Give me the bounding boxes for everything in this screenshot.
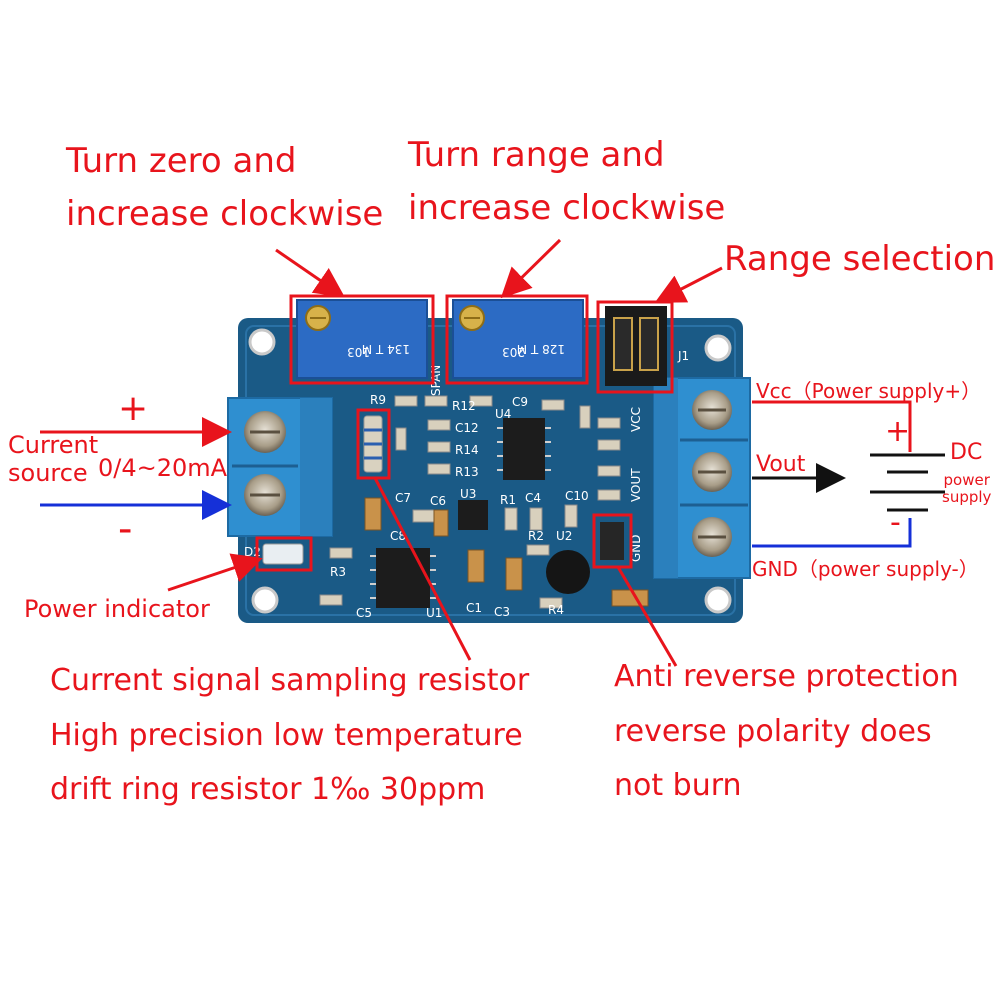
highlight-diode [592,513,633,569]
pot2-marking: 128 T M [517,342,565,356]
svg-text:R1: R1 [500,493,516,507]
ic-u1 [376,548,430,608]
svg-text:C1: C1 [466,601,482,615]
pot1-marking: 134 T M [362,342,410,356]
svg-text:C9: C9 [512,395,528,409]
mounting-hole [704,586,732,614]
svg-text:R4: R4 [548,603,564,617]
dc-minus-sign: - [890,505,901,540]
svg-text:R3: R3 [330,565,346,579]
zero-adjust-label: Turn zero and increase clockwise [66,141,384,235]
input-terminal-block [227,397,333,537]
svg-text:R14: R14 [455,443,479,457]
smd-parts [319,395,621,609]
range-adjust-label: Turn range and increase clockwise [408,135,726,229]
svg-text:U1: U1 [426,606,442,620]
dc-plus-sign: + [885,414,911,449]
output-plus-wire [752,400,912,452]
svg-text:C4: C4 [525,491,541,505]
svg-text:C3: C3 [494,605,510,619]
component-labels: R9 R12 U4 C9 C12 R14 R13 C10 C7 C6 U3 R1… [244,393,589,620]
mounting-hole [704,334,732,362]
output-minus-wire [752,518,912,548]
arrow-jumper [654,266,723,303]
anti-reverse-label: Anti reverse protection reverse polarity… [614,659,959,803]
svg-text:R9: R9 [370,393,386,407]
dc-power-supply-label: power supply [942,471,992,507]
protection-diode [600,522,624,560]
pointer-sampling-resistor [373,477,472,661]
range-selection-label: Range selection [724,239,996,279]
svg-text:C7: C7 [395,491,411,505]
arrow-zero-pot [275,248,345,298]
ic-u4 [503,418,545,480]
tantalum-capacitors [364,497,649,607]
pointer-diode [616,566,678,667]
silk-span: SPAN [429,365,443,396]
span-potentiometer: 203 128 T M [452,299,584,379]
current-source-label: Current source [8,431,99,487]
output-terminal-block [653,377,751,579]
jumper-label: J1 [677,349,689,363]
svg-text:U2: U2 [556,529,572,543]
dc-label: DC [950,440,983,465]
highlight-jumper [596,300,674,394]
vcc-label: Vcc（Power supply+） [756,379,982,403]
svg-text:R12: R12 [452,399,476,413]
svg-text:C5: C5 [356,606,372,620]
input-minus-sign: - [118,506,133,552]
arrow-span-pot [500,238,562,299]
ic-u3 [458,500,488,530]
svg-text:U4: U4 [495,407,511,421]
highlight-sampling-resistor [356,408,391,480]
svg-text:C10: C10 [565,489,589,503]
zero-potentiometer: 103 134 T M [296,299,428,379]
pot2-code: 203 [502,345,525,359]
mounting-hole [248,328,276,356]
svg-text:R13: R13 [455,465,479,479]
arrow-power-led [167,553,263,592]
svg-text:R2: R2 [528,529,544,543]
power-indicator-label: Power indicator [24,595,210,623]
range-jumper: J1 [605,306,689,386]
vout-label: Vout [756,452,806,477]
mounting-hole [251,586,279,614]
silk-vout: VOUT [629,468,643,502]
silk-vcc: VCC [629,407,643,432]
power-led [262,543,304,565]
highlight-zero-pot [289,294,435,385]
svg-text:C12: C12 [455,421,479,435]
sampling-resistor-label: Current signal sampling resistor High pr… [50,663,530,807]
svg-text:U3: U3 [460,487,476,501]
current-range-label: 0/4~20mA [98,454,228,482]
svg-text:C6: C6 [430,494,446,508]
dc-battery-symbol [870,453,945,512]
pot1-code: 103 [347,345,370,359]
transistor-u2 [546,550,590,594]
input-plus-sign: + [118,388,149,429]
gnd-label: GND（power supply-） [752,557,979,581]
